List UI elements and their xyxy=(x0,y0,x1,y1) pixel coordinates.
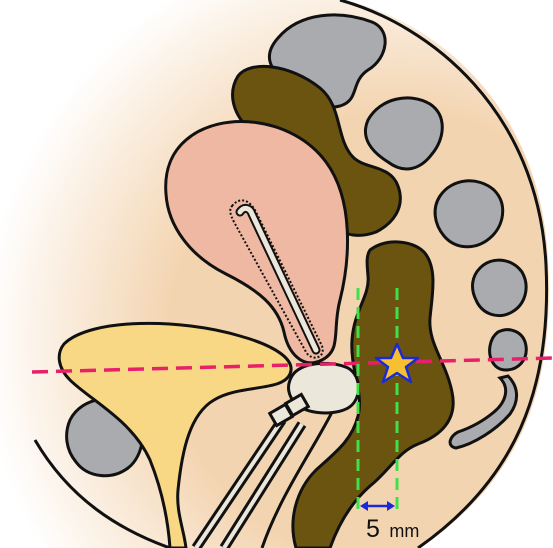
measurement-value: 5 xyxy=(366,515,380,543)
vertebra-5 xyxy=(490,330,527,370)
measurement-unit: mm xyxy=(389,521,419,541)
vertebra-4 xyxy=(473,260,527,315)
vertebra-3 xyxy=(435,181,503,247)
